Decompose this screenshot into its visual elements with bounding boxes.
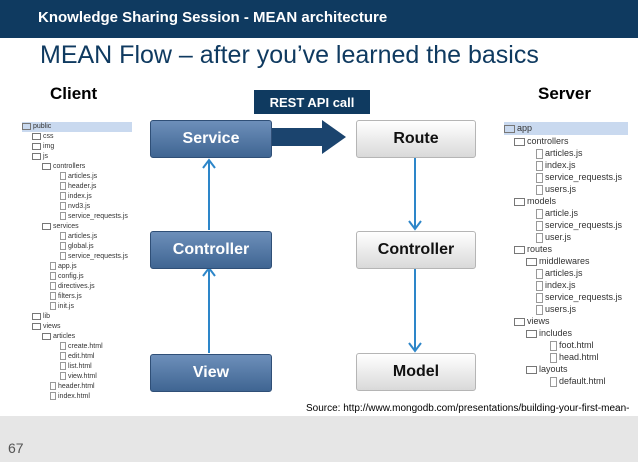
tree-file: index.js (536, 159, 576, 172)
server-file-tree: app controllers articles.js index.js ser… (498, 122, 633, 392)
page-number: 67 (8, 440, 24, 456)
tree-file: service_requests.js (536, 171, 622, 184)
tree-folder: routes (514, 243, 552, 256)
service-box: Service (150, 120, 272, 158)
tree-folder: app (504, 122, 628, 135)
tree-folder: includes (526, 327, 572, 340)
tree-file: create.html (60, 342, 103, 352)
tree-file: service_requests.js (60, 252, 128, 262)
tree-file: view.html (60, 372, 97, 382)
tree-folder: middlewares (526, 255, 590, 268)
tree-file: users.js (536, 303, 576, 316)
tree-file: directives.js (50, 282, 95, 292)
tree-file: init.js (50, 302, 74, 312)
slide-heading: MEAN Flow – after you’ve learned the bas… (40, 41, 539, 69)
tree-folder: controllers (42, 162, 85, 172)
tree-folder: articles (42, 332, 75, 342)
title-bar: Knowledge Sharing Session - MEAN archite… (0, 0, 638, 38)
view-box: View (150, 354, 272, 392)
client-file-tree: public css img js controllers articles.j… (16, 122, 136, 400)
tree-folder: models (514, 195, 556, 208)
tree-file: service_requests.js (536, 291, 622, 304)
tree-file: index.html (50, 392, 90, 402)
tree-file: edit.html (60, 352, 94, 362)
tree-file: articles.js (60, 232, 97, 242)
tree-file: header.js (60, 182, 96, 192)
tree-file: default.html (550, 375, 606, 388)
tree-folder: js (32, 152, 48, 162)
tree-folder: layouts (526, 363, 568, 376)
tree-file: article.js (536, 207, 578, 220)
footer-band (0, 416, 638, 462)
tree-file: articles.js (60, 172, 97, 182)
tree-file: foot.html (550, 339, 594, 352)
tree-file: user.js (536, 231, 571, 244)
tree-file: index.js (60, 192, 92, 202)
tree-folder: controllers (514, 135, 569, 148)
tree-file: articles.js (536, 267, 583, 280)
rest-api-call-label: REST API call (254, 90, 370, 114)
model-box: Model (356, 353, 476, 391)
tree-folder: views (32, 322, 61, 332)
tree-folder: views (514, 315, 550, 328)
tree-file: service_requests.js (60, 212, 128, 222)
tree-folder: lib (32, 312, 50, 322)
server-controller-box: Controller (356, 231, 476, 269)
tree-file: index.js (536, 279, 576, 292)
tree-file: config.js (50, 272, 84, 282)
tree-folder: img (32, 142, 54, 152)
tree-file: filters.js (50, 292, 82, 302)
tree-file: list.html (60, 362, 92, 372)
route-box: Route (356, 120, 476, 158)
server-label: Server (538, 84, 591, 103)
tree-file: app.js (50, 262, 77, 272)
tree-folder: css (32, 132, 54, 142)
tree-file: global.js (60, 242, 94, 252)
rest-api-arrow (263, 120, 346, 154)
client-label: Client (50, 84, 98, 103)
slide-title: Knowledge Sharing Session - MEAN archite… (38, 9, 388, 26)
tree-file: head.html (550, 351, 599, 364)
tree-file: users.js (536, 183, 576, 196)
client-controller-box: Controller (150, 231, 272, 269)
tree-file: header.html (50, 382, 95, 392)
arrowhead-service (202, 158, 216, 169)
tree-folder: public (22, 122, 132, 132)
tree-file: service_requests.js (536, 219, 622, 232)
tree-file: articles.js (536, 147, 583, 160)
tree-folder: services (42, 222, 79, 232)
tree-file: nvd3.js (60, 202, 90, 212)
arrowhead-server-controller (408, 220, 422, 231)
arrowhead-model (408, 342, 422, 353)
